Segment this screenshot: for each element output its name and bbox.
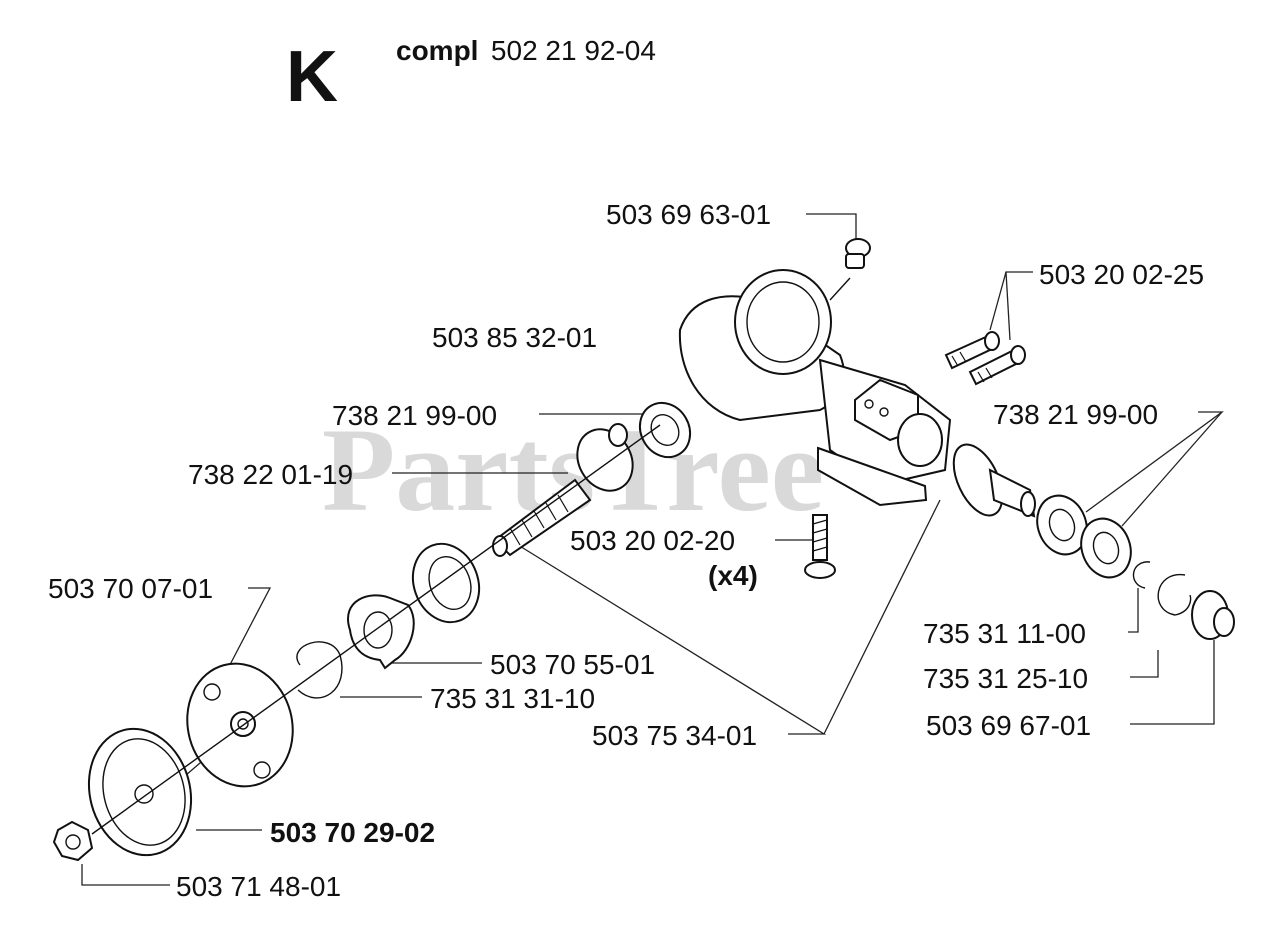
seal-part bbox=[411, 542, 481, 624]
label-735-31-11-00: 735 31 11-00 bbox=[923, 618, 1086, 649]
compl-prefix: compl bbox=[396, 35, 478, 66]
label-503-69-63-01: 503 69 63-01 bbox=[606, 199, 771, 230]
housing-screw-part bbox=[804, 514, 836, 579]
label-738-21-99-00-right: 738 21 99-00 bbox=[993, 399, 1158, 430]
label-503-69-67-01: 503 69 67-01 bbox=[926, 710, 1091, 741]
plug-screw-part bbox=[829, 238, 871, 301]
label-503-70-55-01: 503 70 55-01 bbox=[490, 649, 655, 680]
label-738-21-99-00-left: 738 21 99-00 bbox=[332, 400, 497, 431]
label-735-31-25-10: 735 31 25-10 bbox=[923, 663, 1088, 694]
label-503-70-29-02: 503 70 29-02 bbox=[270, 817, 435, 848]
label-735-31-31-10: 735 31 31-10 bbox=[430, 683, 595, 714]
bearing-left-part bbox=[638, 401, 692, 459]
bevel-gear-part bbox=[952, 443, 1036, 518]
label-503-20-02-25: 503 20 02-25 bbox=[1039, 259, 1204, 290]
support-cup-part bbox=[87, 727, 193, 857]
compl-line: compl 502 21 92-04 bbox=[396, 35, 656, 66]
label-503-71-48-01: 503 71 48-01 bbox=[176, 871, 341, 902]
drive-disc-part bbox=[186, 662, 294, 788]
end-cap-part bbox=[1191, 590, 1235, 640]
label-quantity-x4: (x4) bbox=[708, 560, 758, 591]
label-503-75-34-01: 503 75 34-01 bbox=[592, 720, 757, 751]
gear-housing-part bbox=[678, 269, 952, 507]
label-503-85-32-01: 503 85 32-01 bbox=[432, 322, 597, 353]
bearing-right-parts bbox=[1036, 494, 1132, 579]
compl-number: 502 21 92-04 bbox=[491, 35, 656, 66]
label-738-22-01-19: 738 22 01-19 bbox=[188, 459, 353, 490]
clamp-screws-part bbox=[944, 331, 1026, 386]
watermark-text: PartsTree bbox=[322, 403, 824, 536]
snap-rings-right-part bbox=[1132, 561, 1192, 616]
section-letter: K bbox=[286, 37, 338, 117]
label-503-20-02-20: 503 20 02-20 bbox=[570, 525, 735, 556]
part-labels: 503 69 63-01 503 20 02-25 503 85 32-01 7… bbox=[48, 199, 1204, 902]
lock-washer-part bbox=[347, 594, 415, 670]
label-503-70-07-01: 503 70 07-01 bbox=[48, 573, 213, 604]
nut-part bbox=[52, 820, 94, 862]
